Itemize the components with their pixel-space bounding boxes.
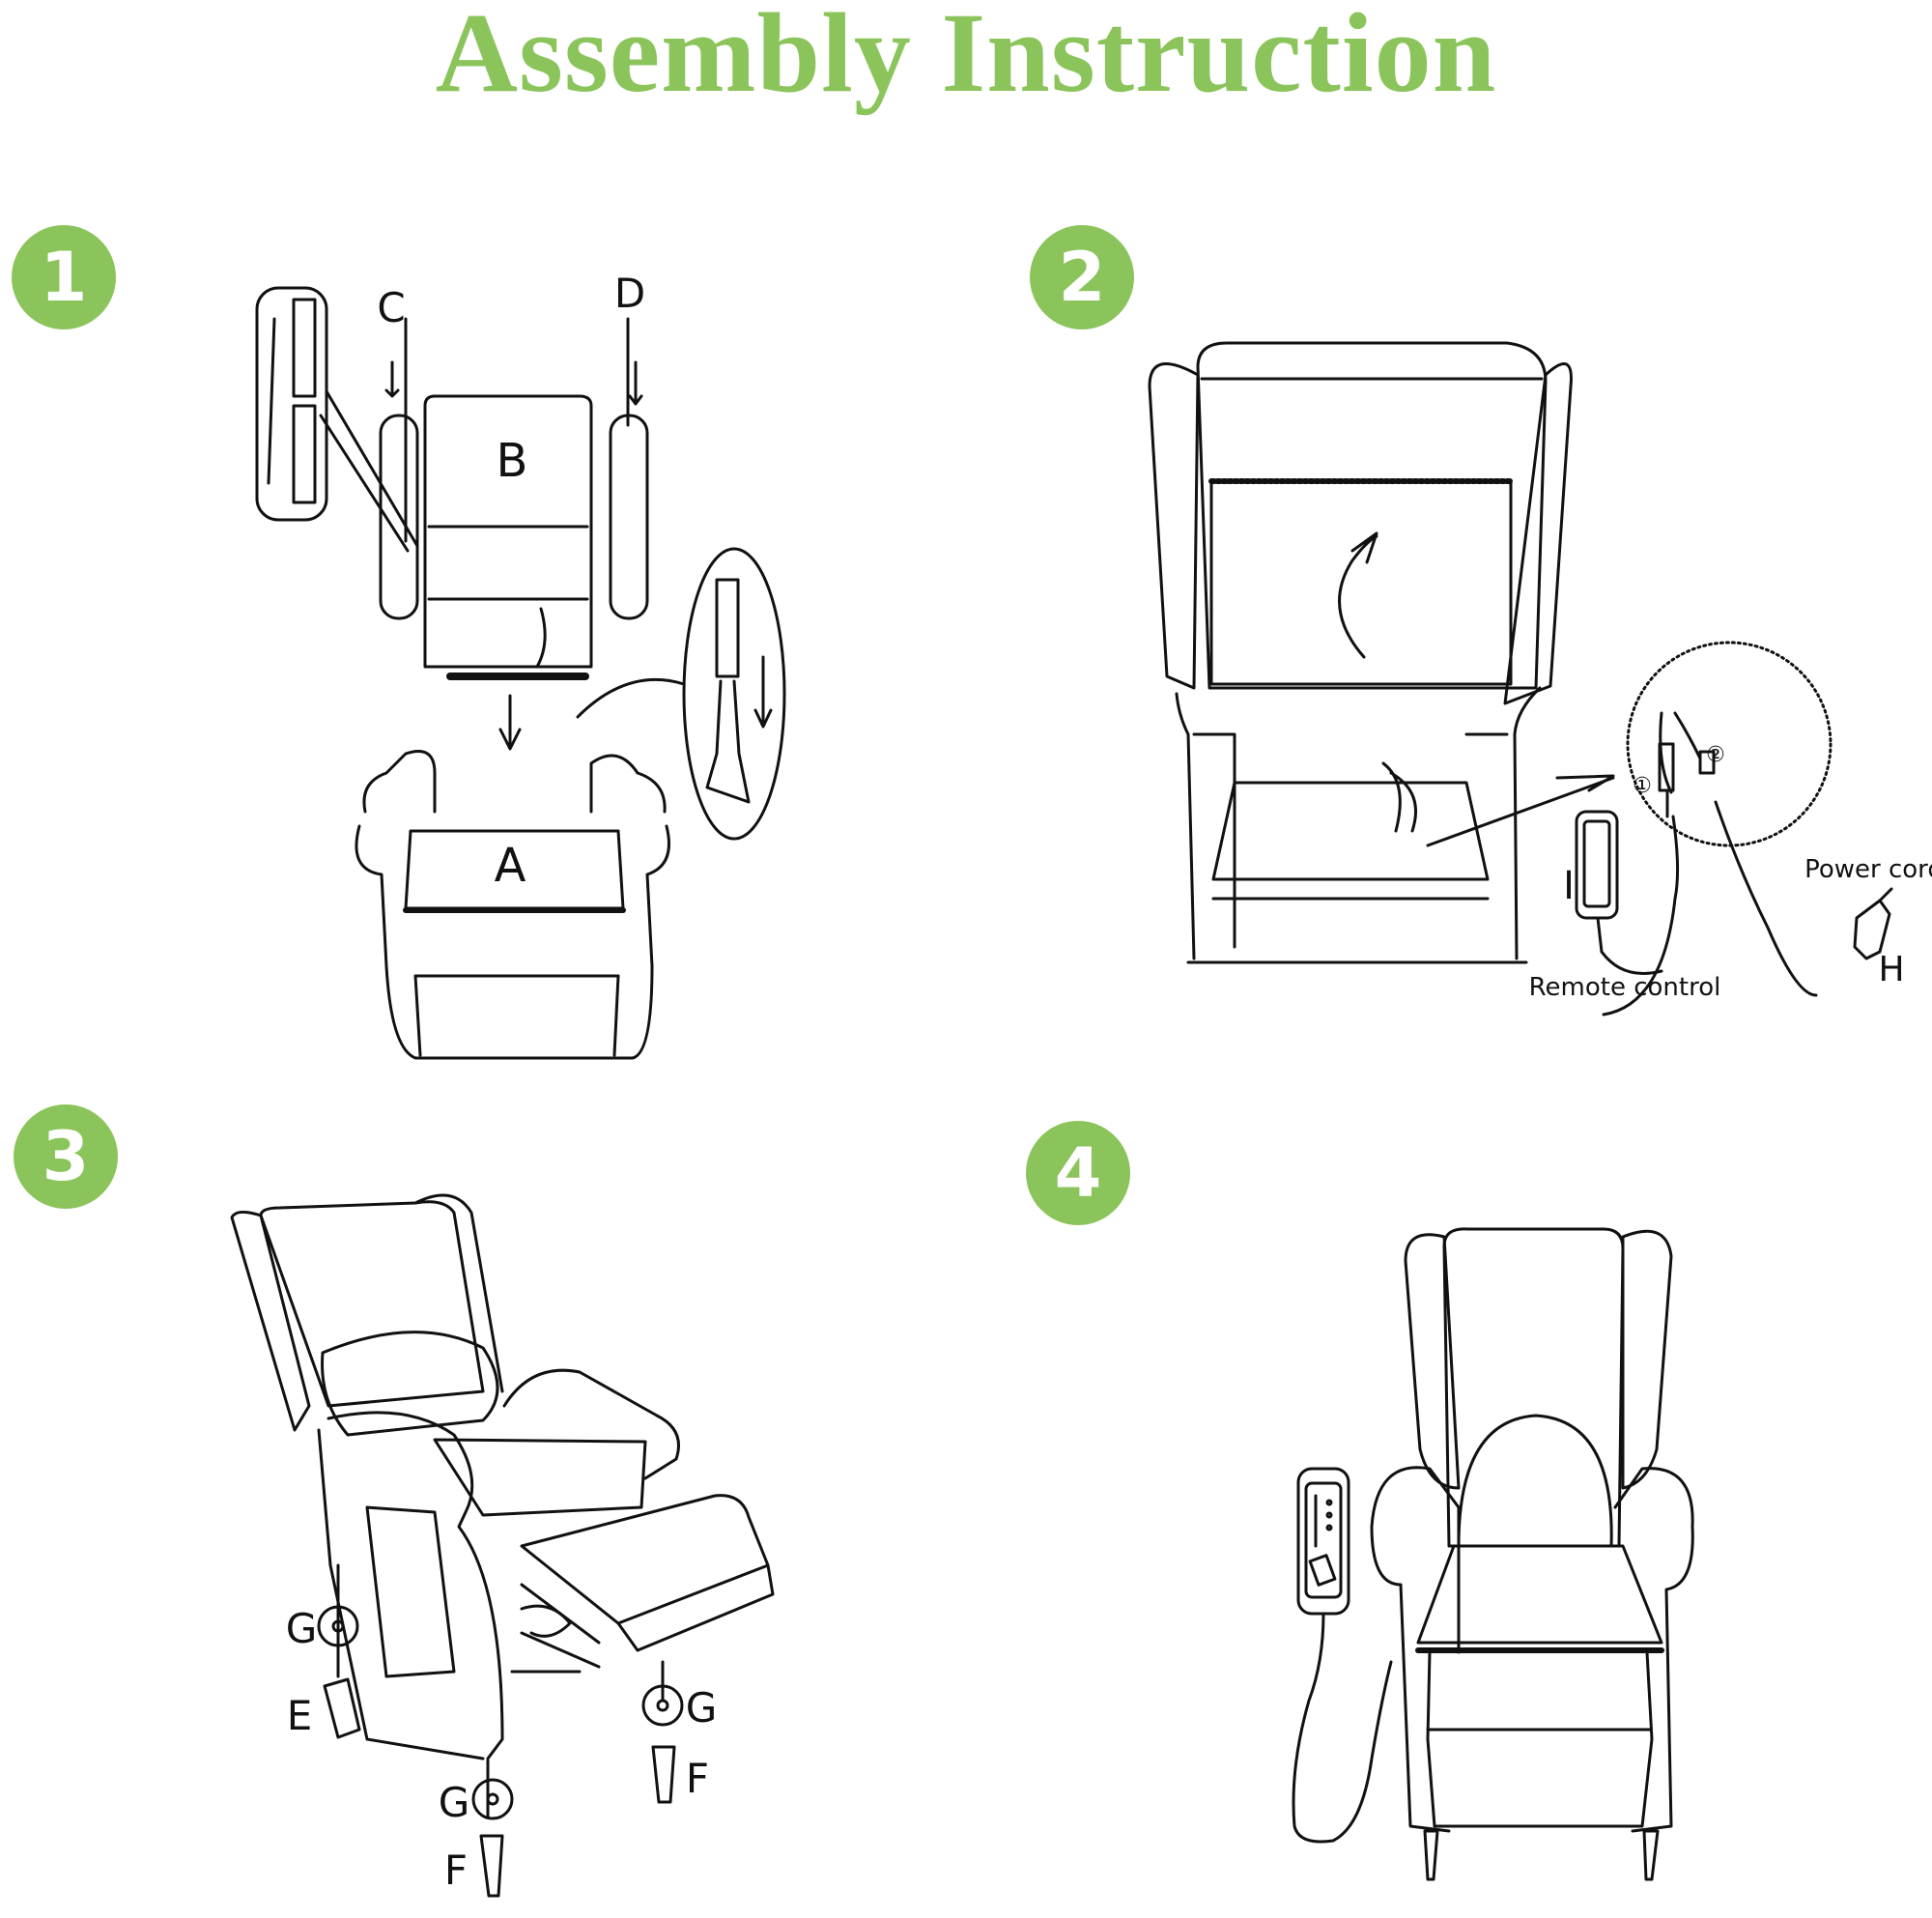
step-3-badge: 3 — [14, 1104, 118, 1209]
part-label-d: D — [614, 270, 645, 317]
leg — [1642, 1829, 1660, 1881]
bracket-slot-lower — [292, 404, 317, 504]
part-label-g: G — [686, 1684, 718, 1732]
arrow-down-icon — [384, 360, 400, 398]
footrest — [520, 1494, 770, 1625]
leg-e — [323, 1677, 361, 1739]
part-label-e: E — [287, 1692, 313, 1739]
page-title: Assembly Instruction — [435, 0, 1497, 116]
seat-cushion — [1416, 1544, 1663, 1645]
part-label-f: F — [686, 1755, 709, 1802]
lumbar-pillow — [321, 1331, 499, 1437]
seat-cushion — [433, 1438, 647, 1517]
washer-g — [471, 1778, 514, 1820]
part-label-g: G — [286, 1605, 318, 1652]
arrow-down-icon — [498, 694, 522, 751]
part-label-b: B — [497, 434, 528, 488]
part-label-f: F — [444, 1846, 468, 1894]
part-label-h: H — [1878, 950, 1904, 989]
plug-label-1: ① — [1633, 774, 1652, 798]
chair-back — [1196, 341, 1548, 690]
part-label-c: C — [377, 284, 405, 331]
plug-label-2: ② — [1706, 743, 1725, 767]
bracket-slot-upper — [292, 298, 317, 398]
armrest-c — [379, 414, 419, 620]
washer-g — [317, 1605, 359, 1647]
step-2-badge: 2 — [1030, 225, 1134, 329]
arrow-up-icon — [1338, 531, 1378, 659]
arrow-down-icon — [628, 360, 643, 406]
leg-f — [479, 1834, 504, 1898]
side-pocket — [365, 1505, 456, 1678]
connector-inset — [1626, 641, 1833, 847]
chair-back — [1442, 1227, 1625, 1548]
part-label-a: A — [495, 839, 526, 893]
arrow-icon — [1555, 774, 1615, 792]
leg — [1423, 1829, 1439, 1881]
step-4-badge: 4 — [1026, 1121, 1130, 1225]
washer-g — [641, 1684, 684, 1727]
armrest-bracket-inset — [255, 286, 328, 522]
lumbar-pillow — [1457, 1414, 1613, 1548]
part-label-i: I — [1563, 864, 1575, 908]
leg-f — [651, 1745, 676, 1804]
part-label-g: G — [439, 1779, 470, 1826]
power-cord-label: Power cord — [1804, 855, 1932, 884]
leg-bracket-inset — [682, 547, 786, 841]
step-1-badge: 1 — [12, 225, 116, 329]
remote-control-label: Remote control — [1529, 973, 1721, 1002]
backrest-b — [423, 394, 593, 669]
arrow-down-icon — [753, 655, 773, 729]
